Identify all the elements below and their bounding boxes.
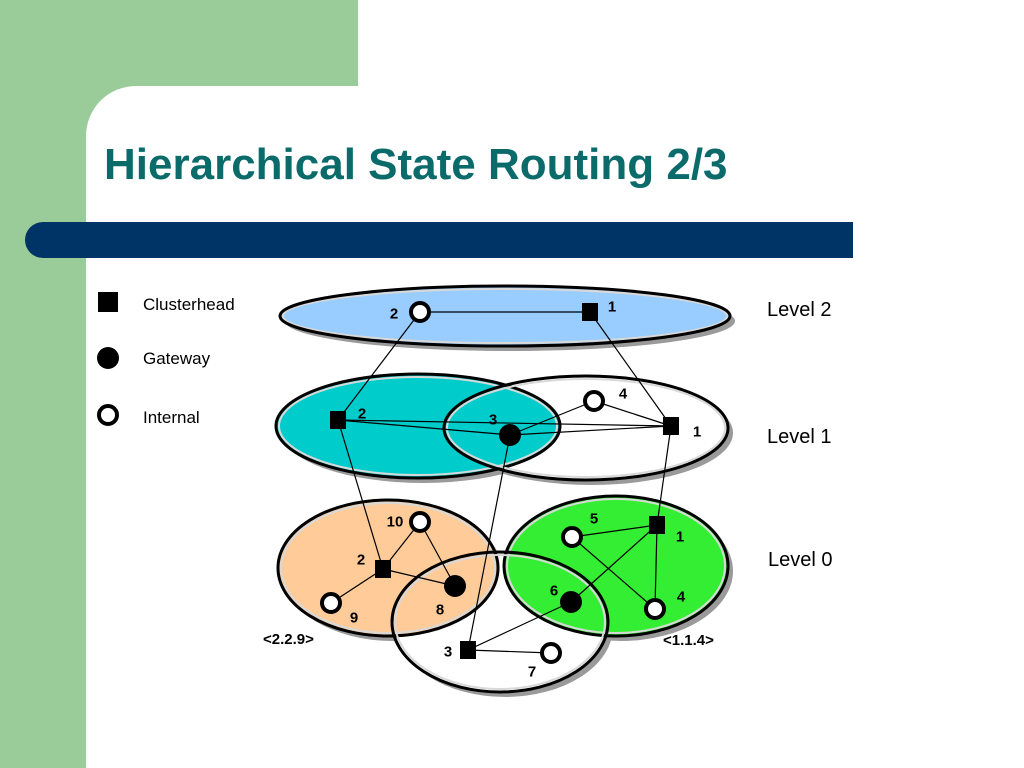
link-line (467, 649, 552, 654)
link-line (467, 601, 572, 651)
title-underline-bar (25, 222, 853, 258)
internal-node (644, 598, 666, 620)
internal-node (409, 511, 431, 533)
node-label: 9 (350, 610, 358, 627)
cluster-highlight (506, 498, 726, 634)
top-band (0, 0, 358, 86)
gateway-node (499, 424, 521, 446)
cluster-outlines (274, 284, 732, 694)
gateway-icon (97, 347, 119, 369)
node-label: 1 (693, 424, 701, 441)
node-label: 7 (528, 664, 536, 681)
node-label: 2 (390, 306, 398, 323)
link-line (337, 419, 672, 427)
node-label: 10 (387, 514, 404, 531)
cluster-outline (278, 284, 732, 348)
internal-node (409, 301, 431, 323)
sidebar-band (0, 0, 86, 768)
link-line (337, 311, 421, 421)
node-label: 4 (677, 589, 686, 606)
node-label: 3 (489, 412, 497, 429)
legend-label-internal: Internal (143, 408, 200, 427)
legend-label-clusterhead: Clusterhead (143, 295, 235, 314)
link-line (589, 311, 672, 427)
cluster-outline (502, 494, 730, 638)
cluster-oval (280, 286, 730, 346)
node-label: 8 (436, 602, 444, 619)
cluster-highlight (278, 376, 558, 476)
links (330, 311, 672, 654)
link-line (419, 521, 456, 587)
node-label: 5 (590, 511, 598, 528)
link-line (509, 425, 672, 436)
link-line (570, 524, 658, 603)
node-label: 6 (550, 583, 558, 600)
clusterhead-node (663, 417, 679, 435)
internal-node (320, 592, 342, 614)
link-line (467, 434, 511, 651)
clusterhead-icon (98, 292, 118, 312)
address-label-left: <2.2.9> (263, 631, 314, 648)
link-line (593, 400, 672, 427)
cluster-oval (504, 496, 728, 636)
link-line (337, 419, 384, 570)
link-line (337, 419, 511, 436)
cluster-highlight (282, 288, 728, 344)
clusterhead-node (330, 411, 346, 429)
node-labels: 2 1 2 3 4 1 10 2 9 8 5 1 6 4 3 7 (350, 299, 701, 681)
level-1-label: Level 1 (767, 426, 832, 448)
level-0-label: Level 0 (768, 549, 833, 571)
node-label: 1 (608, 299, 616, 316)
node-label: 1 (676, 529, 684, 546)
address-label-right: <1.1.4> (663, 632, 714, 649)
clusterhead-node (649, 516, 665, 534)
node-label: 3 (444, 644, 452, 661)
clusterhead-node (460, 641, 476, 659)
link-line (656, 425, 672, 526)
internal-node (540, 642, 562, 664)
cluster-highlight (280, 502, 496, 634)
clusterhead-node (375, 560, 391, 578)
clusterhead-node (582, 303, 598, 321)
link-line (571, 536, 656, 610)
gateway-node (560, 591, 582, 613)
cluster-oval (276, 374, 560, 478)
cluster-highlight (394, 554, 606, 690)
link-line (509, 400, 595, 436)
cluster-outline (276, 498, 500, 638)
link-line (654, 524, 658, 610)
internal-node (561, 526, 583, 548)
node-label: 2 (357, 552, 365, 569)
internal-icon (97, 404, 119, 426)
legend-label-gateway: Gateway (143, 349, 211, 368)
level-2-label: Level 2 (767, 299, 832, 321)
node-label: 2 (358, 406, 366, 423)
cluster-outline (390, 550, 610, 694)
cluster-highlight (446, 378, 726, 478)
link-line (382, 568, 456, 587)
cluster-outline (274, 372, 562, 480)
gateway-node (444, 575, 466, 597)
internal-node (583, 390, 605, 412)
nodes (320, 301, 679, 664)
link-line (571, 524, 658, 538)
cluster-outline (442, 374, 730, 482)
slide-title: Hierarchical State Routing 2/3 (104, 140, 728, 189)
node-label: 4 (619, 386, 628, 403)
